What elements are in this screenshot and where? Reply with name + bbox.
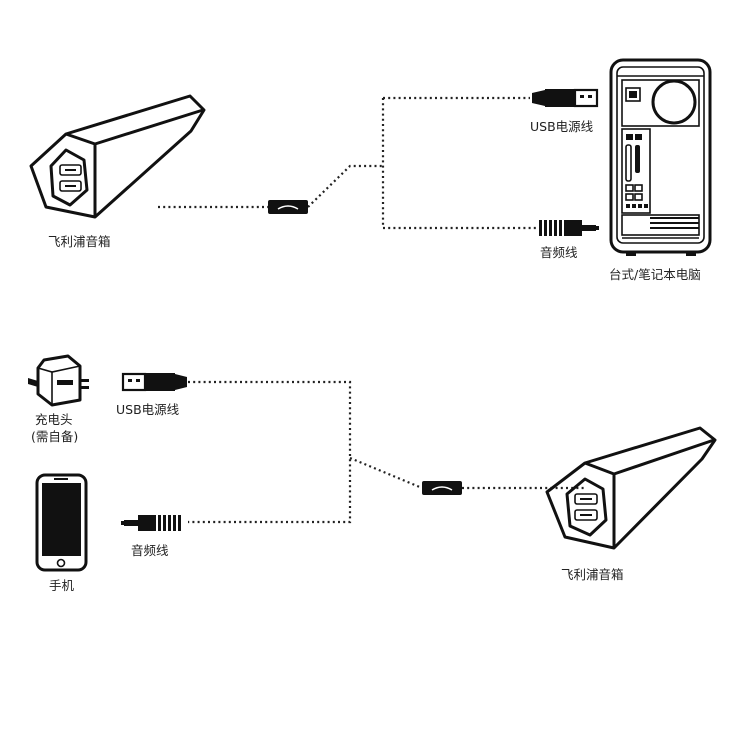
speaker-top-label: 飞利浦音箱 <box>48 234 111 249</box>
usb-plug-top-icon <box>532 88 599 108</box>
usb-cable-bottom-label: USB电源线 <box>116 402 180 417</box>
top-cable-lines <box>158 96 537 230</box>
phone-icon <box>35 473 88 572</box>
charger-note-label: (需自备) <box>31 429 78 444</box>
audio-cable-bottom-label: 音频线 <box>131 543 169 558</box>
speaker-bottom-icon <box>545 426 717 550</box>
charger-label: 充电头 <box>35 412 73 427</box>
speaker-bottom-label: 飞利浦音箱 <box>561 567 624 582</box>
audio-jack-bottom-icon <box>121 515 181 531</box>
speaker-top-icon <box>29 94 206 219</box>
phone-label: 手机 <box>49 578 75 593</box>
audio-jack-top-icon <box>539 220 599 236</box>
bottom-cable-lines <box>188 380 585 524</box>
cable-splitter-bottom-icon <box>422 481 462 495</box>
charger-icon <box>28 354 89 407</box>
cable-splitter-top-icon <box>268 200 308 214</box>
audio-cable-top-label: 音频线 <box>540 245 578 260</box>
computer-label: 台式/笔记本电脑 <box>609 267 701 282</box>
usb-cable-top-label: USB电源线 <box>530 119 594 134</box>
usb-plug-bottom-icon <box>121 372 187 392</box>
computer-tower-icon <box>609 58 712 256</box>
